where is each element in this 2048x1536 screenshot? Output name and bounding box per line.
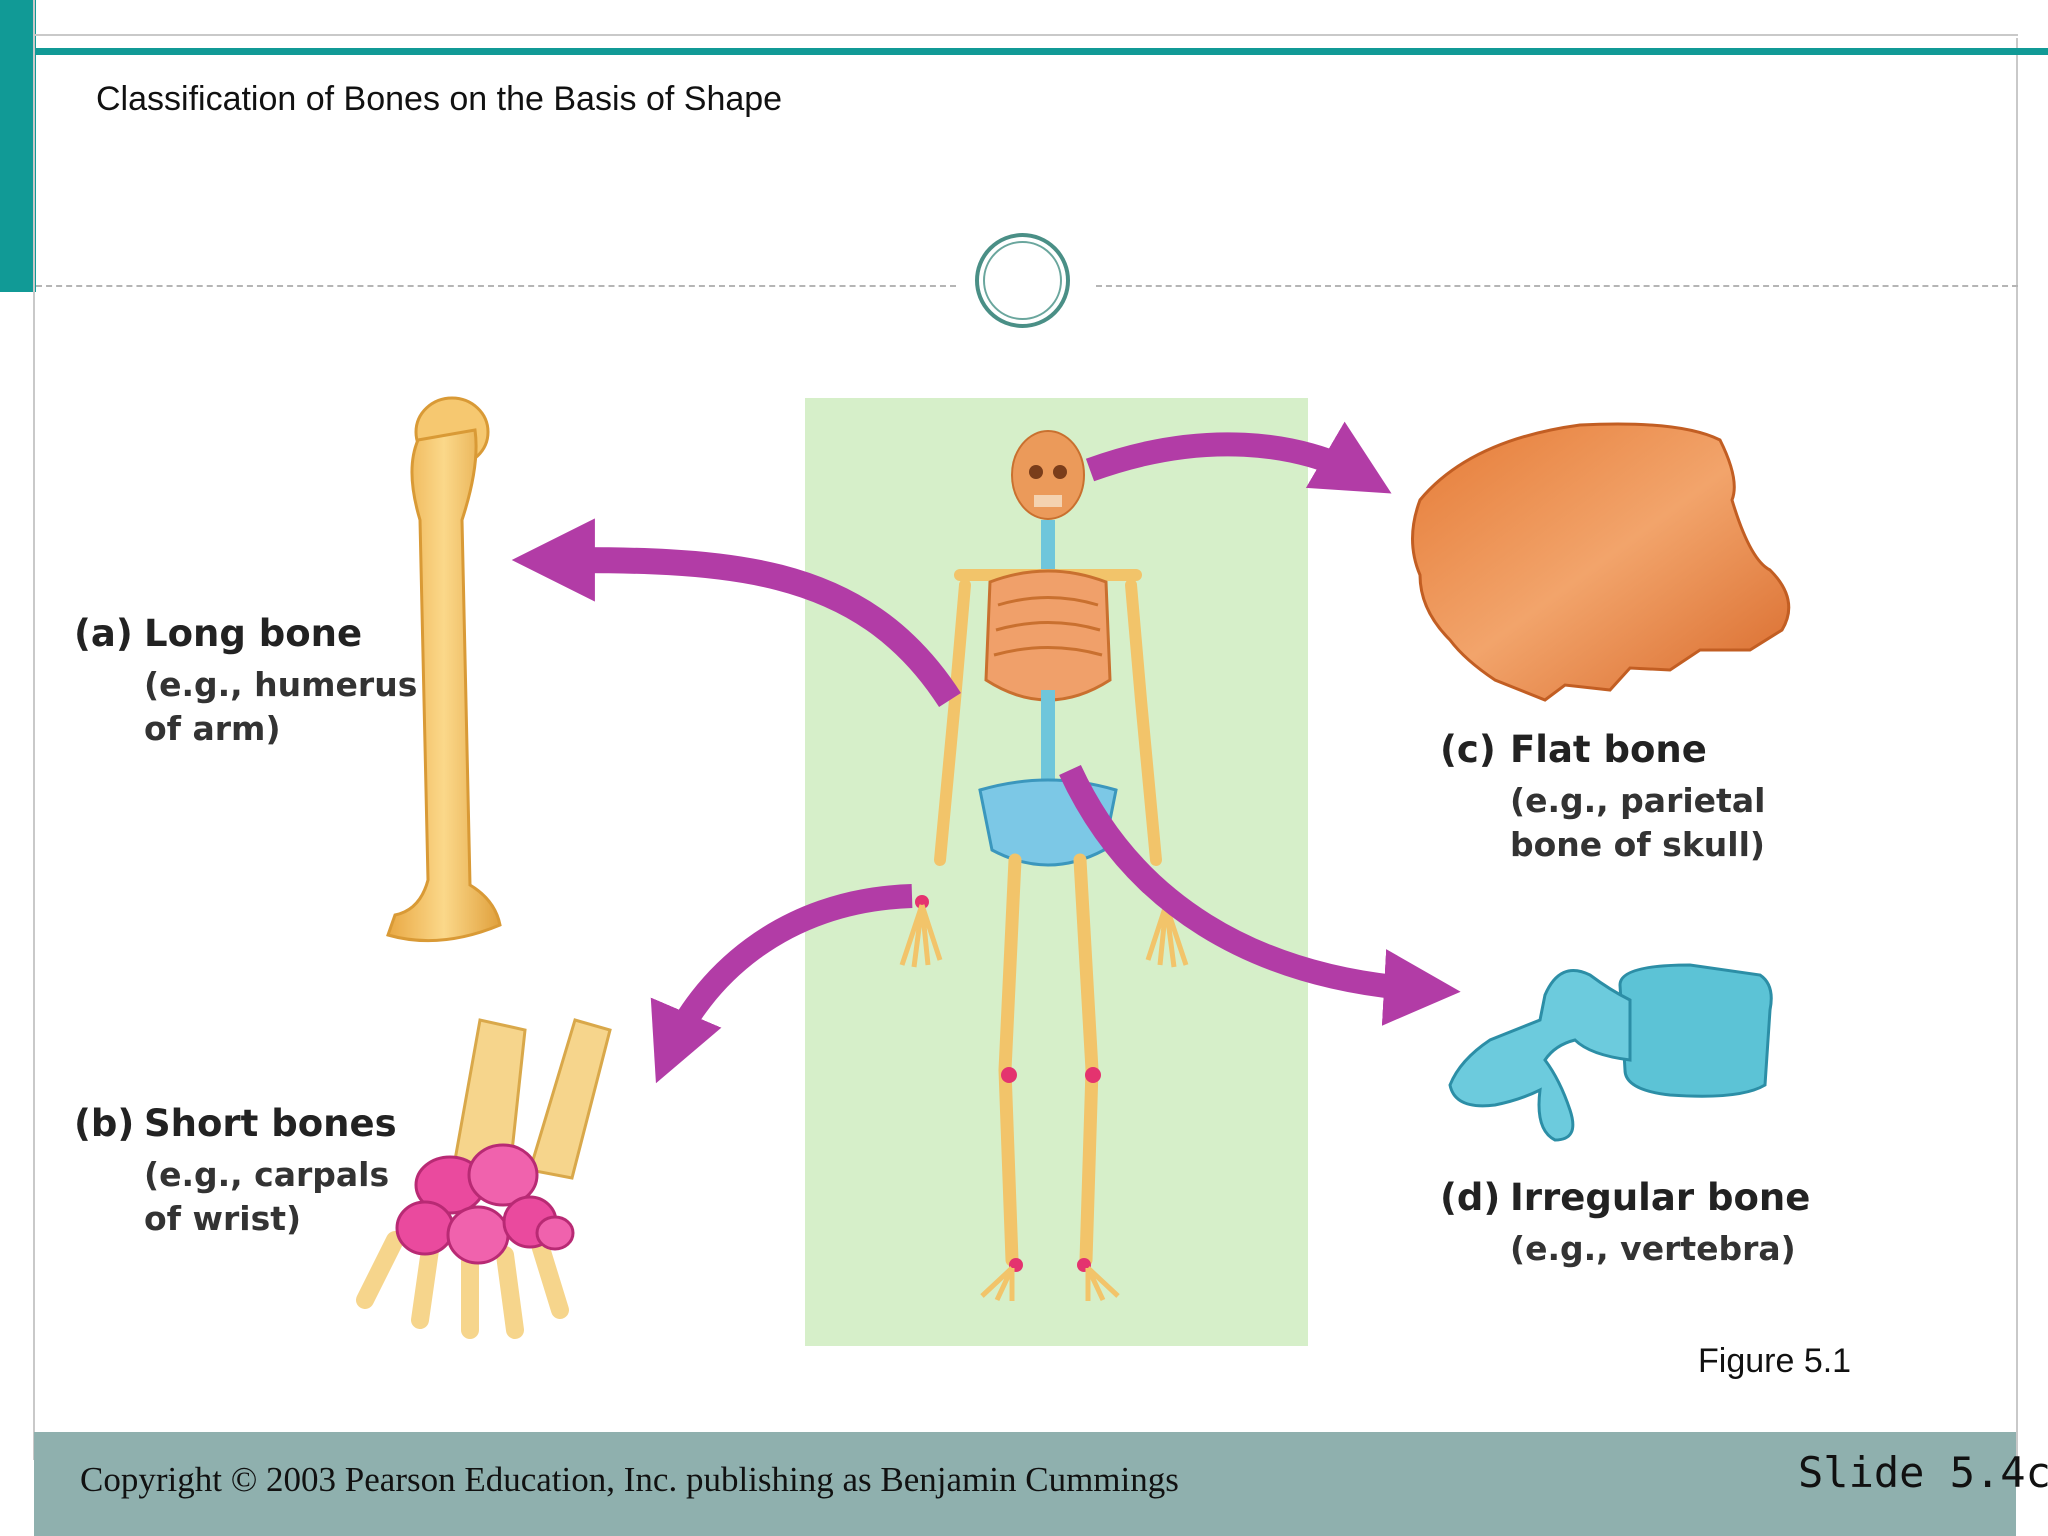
slide-title: Classification of Bones on the Basis of … <box>96 80 783 118</box>
frame-left-border <box>33 0 35 1460</box>
copyright-text: Copyright © 2003 Pearson Education, Inc.… <box>80 1460 1179 1499</box>
label-example: of arm) <box>144 709 281 748</box>
frame-right-border <box>2016 38 2018 1458</box>
left-accent-bar <box>0 0 36 292</box>
label-name: Irregular bone <box>1510 1176 1811 1219</box>
figure-caption: Figure 5.1 <box>1698 1342 1852 1380</box>
label-example: (e.g., carpals <box>144 1155 390 1194</box>
label-name: Flat bone <box>1510 728 1707 771</box>
label-tag: (b) <box>74 1102 135 1145</box>
label-long-bone: (a) Long bone (e.g., humerus of arm) <box>74 612 417 751</box>
slide-number: Slide 5.4c <box>1798 1448 2048 1497</box>
skeleton-illustration <box>899 430 1189 1302</box>
flat-bone-parietal <box>1411 422 1791 702</box>
long-bone-humerus <box>386 396 502 943</box>
arrow-to-short-bones <box>650 884 913 1084</box>
divider-right <box>1096 285 2018 287</box>
label-tag: (d) <box>1440 1176 1501 1219</box>
header-accent-line <box>36 48 2048 55</box>
frame-top-border <box>33 34 2018 36</box>
label-flat-bone: (c) Flat bone (e.g., parietal bone of sku… <box>1440 728 1765 867</box>
arrow-to-flat-bone <box>1085 421 1392 494</box>
skeleton-panel <box>805 398 1308 1346</box>
divider-left <box>36 285 956 287</box>
label-example: (e.g., parietal <box>1510 781 1766 820</box>
label-irregular-bone: (d)Irregular bone (e.g., vertebra) <box>1440 1176 1810 1271</box>
label-example: of wrist) <box>144 1199 302 1238</box>
short-bones-carpals <box>356 1018 612 1339</box>
label-example: bone of skull) <box>1510 825 1765 864</box>
label-example: (e.g., vertebra) <box>1510 1229 1796 1268</box>
label-tag: (c) <box>1440 728 1496 771</box>
label-tag: (a) <box>74 612 133 655</box>
label-name: Short bones <box>144 1102 397 1145</box>
label-short-bones: (b)Short bones (e.g., carpals of wrist) <box>74 1102 397 1241</box>
label-name: Long bone <box>144 612 363 655</box>
label-example: (e.g., humerus <box>144 665 418 704</box>
divider-circle-ornament <box>975 233 1070 328</box>
footer-bar <box>34 1432 2016 1536</box>
arrow-to-irregular-bone <box>1059 764 1461 1026</box>
irregular-bone-vertebra <box>1448 963 1773 1142</box>
arrow-to-long-bone <box>511 518 961 708</box>
